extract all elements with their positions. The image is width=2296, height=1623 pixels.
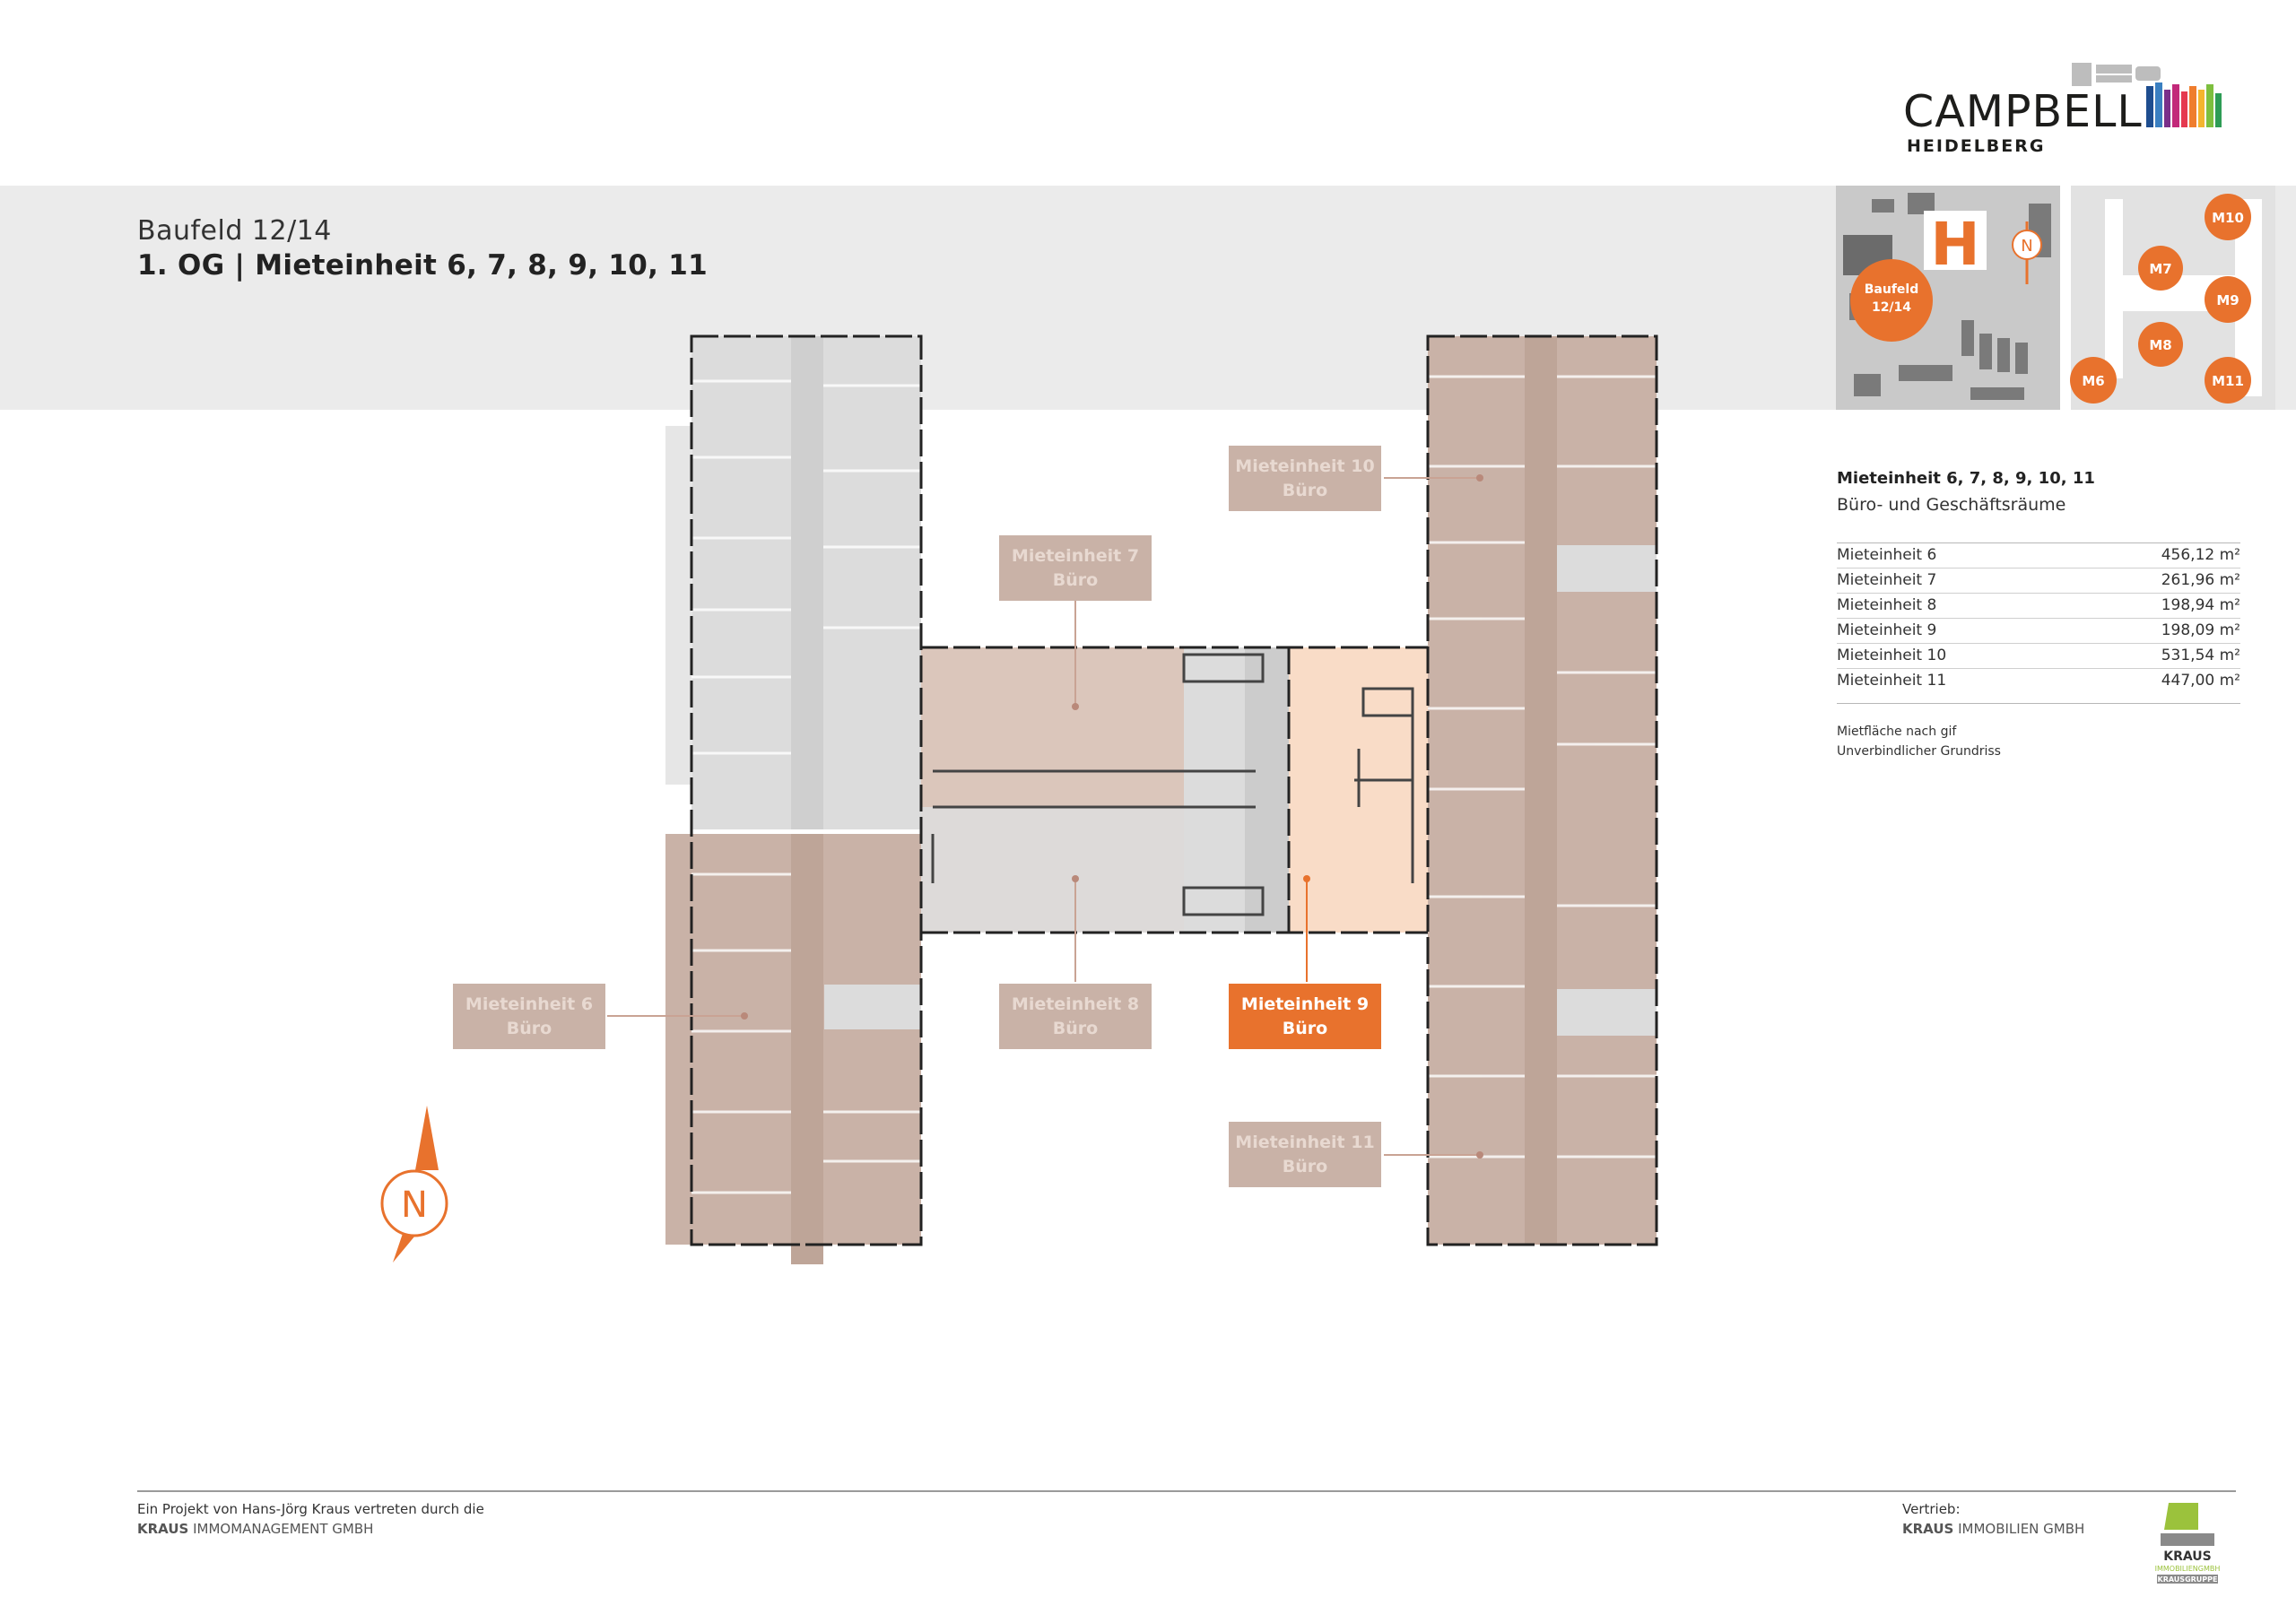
- north-compass-icon: N: [380, 1106, 448, 1263]
- minimap-unit-m9: M9: [2216, 292, 2239, 308]
- kraus-logo: KRAUS IMMOBILIENGMBH KRAUSGRUPPE: [2155, 1503, 2221, 1584]
- svg-text:N: N: [401, 1185, 428, 1226]
- minimap-unit-m10: M10: [2212, 210, 2244, 226]
- location-minimap: H N Baufeld 12/14 M10 M7 M9 M8 M6 M11: [1836, 186, 2275, 410]
- minimap-unit-m6: M6: [2082, 373, 2104, 389]
- project-title: Baufeld 12/14: [137, 215, 332, 247]
- unit-10-11-area: [1428, 336, 1657, 1245]
- unit-6-area: [665, 834, 921, 1264]
- footer-company: KRAUS IMMOMANAGEMENT GMBH: [137, 1521, 374, 1537]
- minimap-baufeld-label: Baufeld: [1865, 282, 1919, 297]
- unit-7-area: [921, 647, 1289, 807]
- logo-heidelberg: HEIDELBERG: [1907, 136, 2046, 156]
- logo-campbell: CAMPBELL: [1903, 86, 2143, 137]
- minimap-unit-m7: M7: [2149, 261, 2171, 277]
- svg-text:KRAUSGRUPPE: KRAUSGRUPPE: [2158, 1575, 2218, 1584]
- footer-sales-company: KRAUS IMMOBILIEN GMBH: [1902, 1521, 2085, 1537]
- left-wing-grey: [665, 336, 921, 829]
- floor-title: 1. OG | Mieteinheit 6, 7, 8, 9, 10, 11: [137, 249, 709, 282]
- minimap-h-letter: H: [1930, 210, 1979, 279]
- disclaimer-note: Unverbindlicher Grundriss: [1837, 744, 2001, 759]
- svg-text:IMMOBILIENGMBH: IMMOBILIENGMBH: [2155, 1565, 2221, 1573]
- svg-text:KRAUS: KRAUS: [2163, 1549, 2211, 1564]
- info-subtitle: Büro- und Geschäftsräume: [1837, 495, 2066, 515]
- info-title: Mieteinheit 6, 7, 8, 9, 10, 11: [1837, 469, 2095, 488]
- unit-9-area: [1289, 647, 1428, 933]
- area-note: Mietfläche nach gif: [1837, 725, 1957, 739]
- footer-divider: [137, 1490, 2236, 1492]
- minimap-unit-m11: M11: [2212, 373, 2244, 389]
- footer-project-text: Ein Projekt von Hans-Jörg Kraus vertrete…: [137, 1501, 484, 1517]
- svg-text:N: N: [2021, 237, 2032, 256]
- svg-text:12/14: 12/14: [1872, 300, 1911, 315]
- unit-8-area: [921, 807, 1289, 933]
- minimap-unit-m8: M8: [2149, 337, 2171, 353]
- footer-sales-label: Vertrieb:: [1902, 1501, 1961, 1517]
- logo-figures-icon: [2072, 63, 2222, 127]
